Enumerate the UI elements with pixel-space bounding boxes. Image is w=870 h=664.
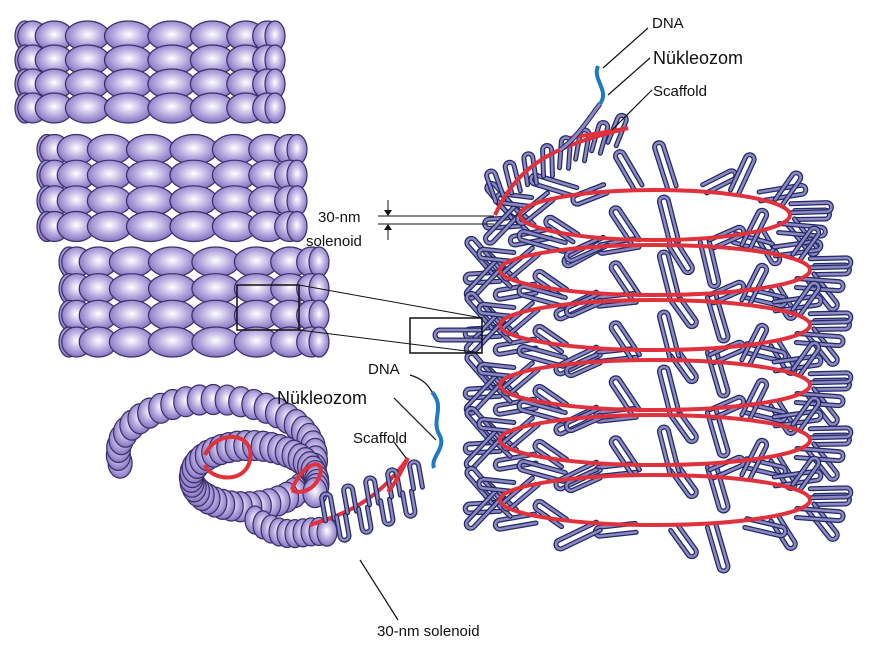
nucleosome-bead [147,246,197,278]
scaffold-ring [498,413,812,467]
nucleosome-bead [108,273,155,305]
nucleosome-bead [169,210,219,243]
coil-loop-bundle [319,459,425,543]
scaffold-ring [498,298,812,352]
scaffold-ring [518,188,792,242]
top-dna-strand [594,65,606,106]
zoom-connector-top [298,284,483,319]
zoom-box-large [409,317,483,354]
leader-mid-dna [409,374,433,393]
chromatin-loop [668,462,699,500]
zoom-indicator [236,284,483,354]
leader-bottom-solenoid [359,559,399,621]
leader-top-nucleosome [607,57,651,96]
label-solenoid-line1: 30-nm [318,209,361,226]
chromatin-loop [668,347,699,385]
nucleosome-bead [108,326,155,358]
nucleosome-bead [191,299,241,331]
nucleosome-bead [191,326,241,358]
nucleosome-bead [286,210,308,243]
label-top-dna: DNA [652,15,684,32]
scaffold-ring [498,243,812,297]
chromatin-loop [608,435,642,478]
nucleosome-bead [103,92,153,124]
mid-dna-strand [430,390,444,469]
nucleosome-bead [264,92,286,124]
mid-scaffold-strand [386,457,410,494]
scaffold-ring [498,358,812,412]
solenoid-coil [105,383,338,549]
nucleosome-bead [147,273,197,305]
coil-scaffold-strand [203,434,253,480]
chromatin-loop [613,149,645,192]
leader-top-scaffold [611,89,653,131]
nucleosome-bead [86,210,133,243]
nucleosome-bead [147,326,197,358]
chromatin-loop [608,320,642,363]
label-top-scaffold: Scaffold [653,83,707,100]
chromatin-loop [532,324,570,355]
leader-mid-nucleosome [393,397,437,441]
chromatin-loop [432,327,483,343]
nucleosome-bead [125,210,175,243]
label-bottom-solenoid: 30-nm solenoid [377,623,480,640]
label-mid-scaffold: Scaffold [353,430,407,447]
chromatin-loop [532,439,570,470]
chromatin-loop [532,499,570,530]
leader-mid-scaffold [393,441,407,459]
nucleosome-bead [147,92,197,124]
zoom-box-small [236,284,300,331]
arrow-down-icon [384,210,392,216]
nucleosome-bead [308,246,330,278]
leader-top-dna [602,27,649,69]
looped-chromatin-structure [432,112,854,574]
top-leader-group [558,27,653,153]
nucleosome-bead [64,92,111,124]
label-top-nucleosome: Nükleozom [653,48,743,68]
nucleosome-bead [191,246,241,278]
scaffold-ring [498,473,812,527]
nucleosome-bead [108,299,155,331]
label-mid-nucleosome: Nükleozom [277,388,367,408]
coil-scaffold-strand [290,462,323,494]
nucleosome-bead [191,273,241,305]
nucleosome-bead [147,299,197,331]
nucleosome-bead [108,246,155,278]
mid-leader-group [359,374,444,621]
zoom-connector-bottom [298,329,483,354]
nucleosome-column [14,20,330,358]
label-solenoid-line2: solenoid [306,233,362,250]
nucleosome-bead [308,326,330,358]
chromatin-loop [668,522,699,560]
arrow-up-icon [384,224,392,230]
label-mid-dna: DNA [368,361,400,378]
solenoid-measure [378,200,494,240]
nucleosome-bead [308,299,330,331]
scaffold-rings [493,126,812,527]
